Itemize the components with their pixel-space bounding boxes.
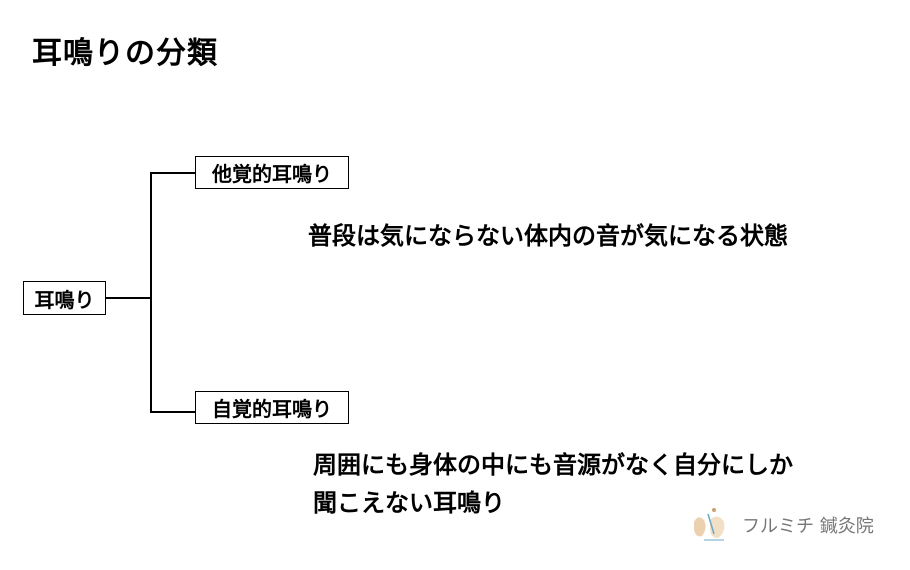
connector-vertical-trunk — [150, 172, 152, 413]
description-line: 聞こえない耳鳴り — [313, 489, 505, 517]
connector-branch-2 — [150, 411, 195, 413]
branch-node-subjective: 自覚的耳鳴り — [195, 391, 349, 424]
clinic-logo: フルミチ 鍼灸院 — [688, 500, 888, 550]
branch-node-label: 他覚的耳鳴り — [212, 162, 332, 186]
page-title: 耳鳴りの分類 — [32, 36, 218, 71]
branch-description-subjective: 周囲にも身体の中にも音源がなく自分にしか 聞こえない耳鳴り — [313, 446, 793, 522]
description-line: 普段は気にならない体内の音が気になる状態 — [308, 222, 788, 250]
acupuncture-clinic-logo-icon — [688, 500, 738, 550]
branch-description-objective: 普段は気にならない体内の音が気になる状態 — [308, 217, 788, 255]
clinic-logo-name: フルミチ 鍼灸院 — [742, 516, 874, 537]
connector-branch-1 — [150, 172, 195, 174]
root-node: 耳鳴り — [23, 281, 106, 315]
description-line: 周囲にも身体の中にも音源がなく自分にしか — [313, 451, 793, 479]
branch-node-objective: 他覚的耳鳴り — [195, 156, 349, 189]
root-node-label: 耳鳴り — [34, 287, 95, 312]
branch-node-label: 自覚的耳鳴り — [212, 397, 332, 421]
connector-root-horizontal — [106, 297, 151, 299]
